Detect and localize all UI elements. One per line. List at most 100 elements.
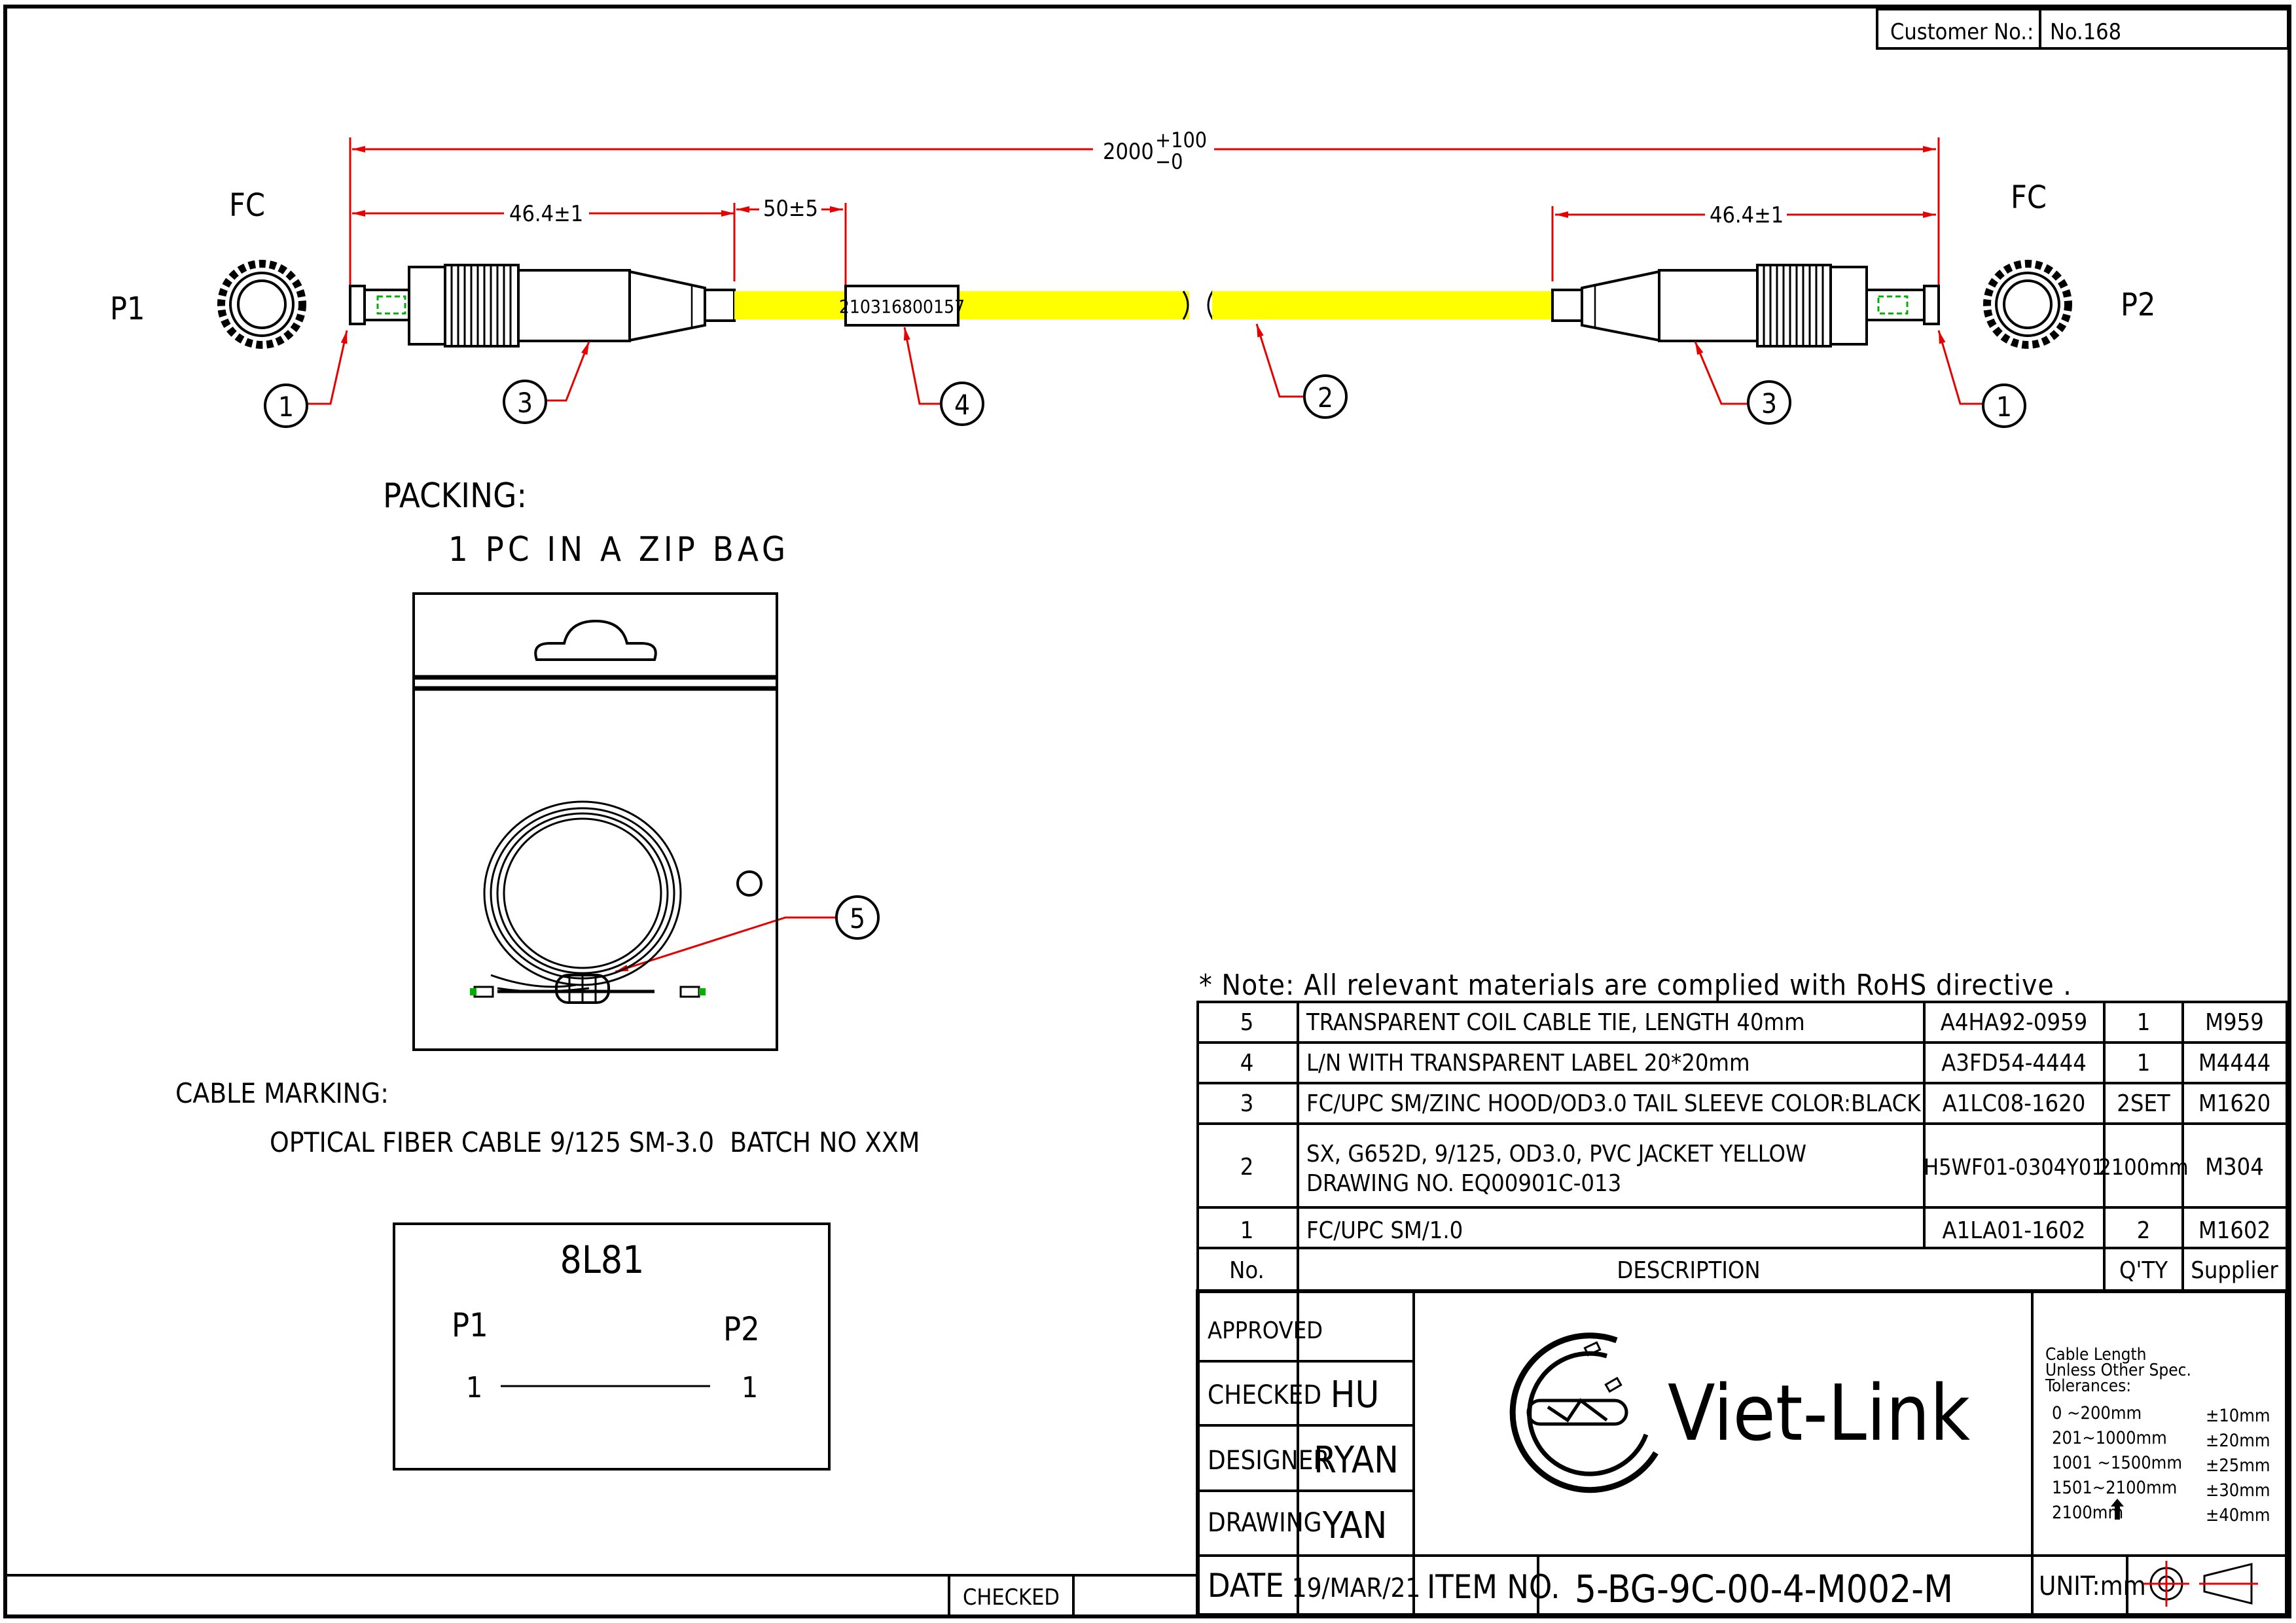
drawing-value: YAN	[1322, 1505, 1388, 1547]
bom-row-3: 3 FC/UPC SM/ZINC HOOD/OD3.0 TAIL SLEEVE …	[1240, 1090, 2270, 1117]
svg-text:±30mm: ±30mm	[2206, 1480, 2270, 1501]
customer-label: Customer No.:	[1890, 19, 2034, 45]
svg-text:M1620: M1620	[2198, 1090, 2270, 1117]
left-name: P1	[110, 291, 145, 327]
bom-header: No. DESCRIPTION Q'TY Supplier	[1229, 1257, 2278, 1284]
svg-text:1: 1	[2137, 1009, 2151, 1036]
svg-text:1001 ~1500mm: 1001 ~1500mm	[2052, 1453, 2182, 1473]
callout-1-right: 1	[1982, 383, 2026, 428]
callout-5: 5	[835, 895, 880, 940]
date-value: 19/MAR/21	[1292, 1573, 1420, 1603]
zip-bag-illustration	[412, 592, 778, 1051]
wiring-pin-right: 1	[742, 1371, 758, 1404]
dim-total-plus: +100	[1155, 128, 1207, 152]
right-name: P2	[2121, 287, 2156, 323]
designer-label: DESIGNER	[1208, 1446, 1329, 1476]
svg-text:DRAWING NO. EQ00901C-013: DRAWING NO. EQ00901C-013	[1306, 1170, 1621, 1197]
svg-text:201~1000mm: 201~1000mm	[2052, 1428, 2167, 1448]
checked-label: CHECKED	[1208, 1380, 1321, 1410]
svg-text:5: 5	[850, 902, 865, 935]
dim-total-minus: −0	[1155, 149, 1183, 174]
svg-text:1: 1	[1240, 1217, 1254, 1244]
right-connector	[1551, 264, 1940, 348]
callout-3-left: 3	[503, 380, 547, 424]
svg-text:2: 2	[1240, 1154, 1254, 1181]
svg-text:DESCRIPTION: DESCRIPTION	[1617, 1257, 1760, 1284]
date-label: DATE	[1208, 1567, 1284, 1605]
svg-text:M4444: M4444	[2198, 1050, 2270, 1077]
cable-label-text: 210316800157	[839, 296, 965, 317]
customer-value: No.168	[2050, 19, 2121, 45]
callout-1-left: 1	[264, 383, 308, 428]
projection-symbol	[2144, 1561, 2258, 1607]
callout-2: 2	[1303, 374, 1348, 419]
svg-text:0 ~200mm: 0 ~200mm	[2052, 1403, 2142, 1423]
svg-text:A4HA92-0959: A4HA92-0959	[1941, 1009, 2088, 1036]
callout-3-right: 3	[1747, 380, 1791, 425]
svg-text:H5WF01-0304Y01: H5WF01-0304Y01	[1924, 1154, 2104, 1181]
left-end-view	[217, 260, 306, 349]
arrow-up-icon	[2111, 1499, 2124, 1520]
svg-text:3: 3	[517, 387, 533, 419]
designer-value: RYAN	[1314, 1439, 1399, 1482]
callout-4: 4	[940, 382, 984, 426]
bom-table: 5 TRANSPARENT COIL CABLE TIE, LENGTH 40m…	[1196, 1001, 2288, 1293]
svg-text:No.: No.	[1229, 1257, 1265, 1284]
svg-text:2100mm: 2100mm	[2098, 1154, 2188, 1181]
svg-text:1: 1	[278, 391, 294, 423]
bottom-checked-strip: CHECKED	[5, 1574, 1198, 1616]
svg-text:±20mm: ±20mm	[2206, 1431, 2270, 1451]
svg-text:Cable Length: Cable Length	[2045, 1345, 2147, 1364]
left-type: FC	[229, 187, 265, 224]
svg-text:Supplier: Supplier	[2191, 1257, 2278, 1284]
packing-text: 1 PC IN A ZIP BAG	[448, 530, 789, 569]
svg-text:4: 4	[1240, 1050, 1254, 1077]
customer-box: Customer No.: No.168	[1876, 8, 2289, 50]
svg-text:Unless Other Spec.: Unless Other Spec.	[2045, 1361, 2191, 1380]
svg-text:2: 2	[2137, 1217, 2151, 1244]
bom-row-4: 4 L/N WITH TRANSPARENT LABEL 20*20mm A3F…	[1240, 1050, 2270, 1077]
svg-text:A1LA01-1602: A1LA01-1602	[1942, 1217, 2085, 1244]
svg-text:SX, G652D, 9/125, OD3.0, PVC J: SX, G652D, 9/125, OD3.0, PVC JACKET YELL…	[1306, 1141, 1806, 1168]
svg-text:3: 3	[1240, 1090, 1254, 1117]
wiring-p2: P2	[723, 1310, 760, 1348]
svg-text:Tolerances:: Tolerances:	[2045, 1376, 2131, 1396]
svg-text:±40mm: ±40mm	[2206, 1505, 2270, 1525]
left-connector	[349, 264, 736, 348]
svg-text:4: 4	[954, 389, 970, 421]
bom-row-1: 1 FC/UPC SM/1.0 A1LA01-1602 2 M1602	[1240, 1217, 2270, 1244]
dim-total: 2000	[1103, 139, 1154, 165]
svg-text:M959: M959	[2205, 1009, 2264, 1036]
svg-text:Q'TY: Q'TY	[2119, 1257, 2168, 1284]
cable-marking-text: OPTICAL FIBER CABLE 9/125 SM-3.0 BATCH N…	[270, 1126, 920, 1158]
right-type: FC	[2011, 179, 2047, 216]
svg-text:A3FD54-4444: A3FD54-4444	[1941, 1050, 2087, 1077]
item-value: 5-BG-9C-00-4-M002-M	[1575, 1567, 1953, 1611]
drawing-label: DRAWING	[1208, 1508, 1322, 1538]
company-name: Viet-Link	[1668, 1368, 1971, 1458]
svg-text:FC/UPC SM/ZINC HOOD/OD3.0 TAIL: FC/UPC SM/ZINC HOOD/OD3.0 TAIL SLEEVE CO…	[1306, 1090, 1921, 1117]
wiring-box: 8L81 P1 P2 1 1	[393, 1222, 831, 1471]
viet-link-logo: Viet-Link	[1509, 1332, 1971, 1493]
dimensions: 2000 +100 −0 46.4±1 50±5 46.4±1	[349, 128, 1940, 314]
approved-label: APPROVED	[1208, 1317, 1323, 1344]
rohs-note: * Note: All relevant materials are compl…	[1199, 969, 2072, 1002]
right-end-view	[1983, 260, 2072, 349]
title-block: APPROVED CHECKED HU DESIGNER RYAN DRAWIN…	[1196, 1289, 2289, 1617]
sheet-border	[3, 5, 2291, 1618]
bottom-checked-label: CHECKED	[963, 1584, 1060, 1611]
svg-text:±10mm: ±10mm	[2206, 1406, 2270, 1426]
wiring-p1: P1	[452, 1306, 488, 1344]
svg-text:2SET: 2SET	[2117, 1090, 2170, 1117]
dim-left-connector: 46.4±1	[509, 201, 583, 227]
bom-row-2: 2 SX, G652D, 9/125, OD3.0, PVC JACKET YE…	[1240, 1141, 2264, 1197]
svg-text:2: 2	[1318, 382, 1333, 414]
svg-text:M304: M304	[2205, 1154, 2264, 1181]
svg-text:1: 1	[2137, 1050, 2151, 1077]
svg-text:L/N WITH TRANSPARENT LABEL 20*: L/N WITH TRANSPARENT LABEL 20*20mm	[1306, 1050, 1750, 1077]
svg-text:M1602: M1602	[2198, 1217, 2270, 1244]
svg-text:A1LC08-1620: A1LC08-1620	[1943, 1090, 2086, 1117]
tolerance-block: Cable Length Unless Other Spec. Toleranc…	[2045, 1345, 2270, 1525]
bom-row-5: 5 TRANSPARENT COIL CABLE TIE, LENGTH 40m…	[1240, 1009, 2264, 1036]
